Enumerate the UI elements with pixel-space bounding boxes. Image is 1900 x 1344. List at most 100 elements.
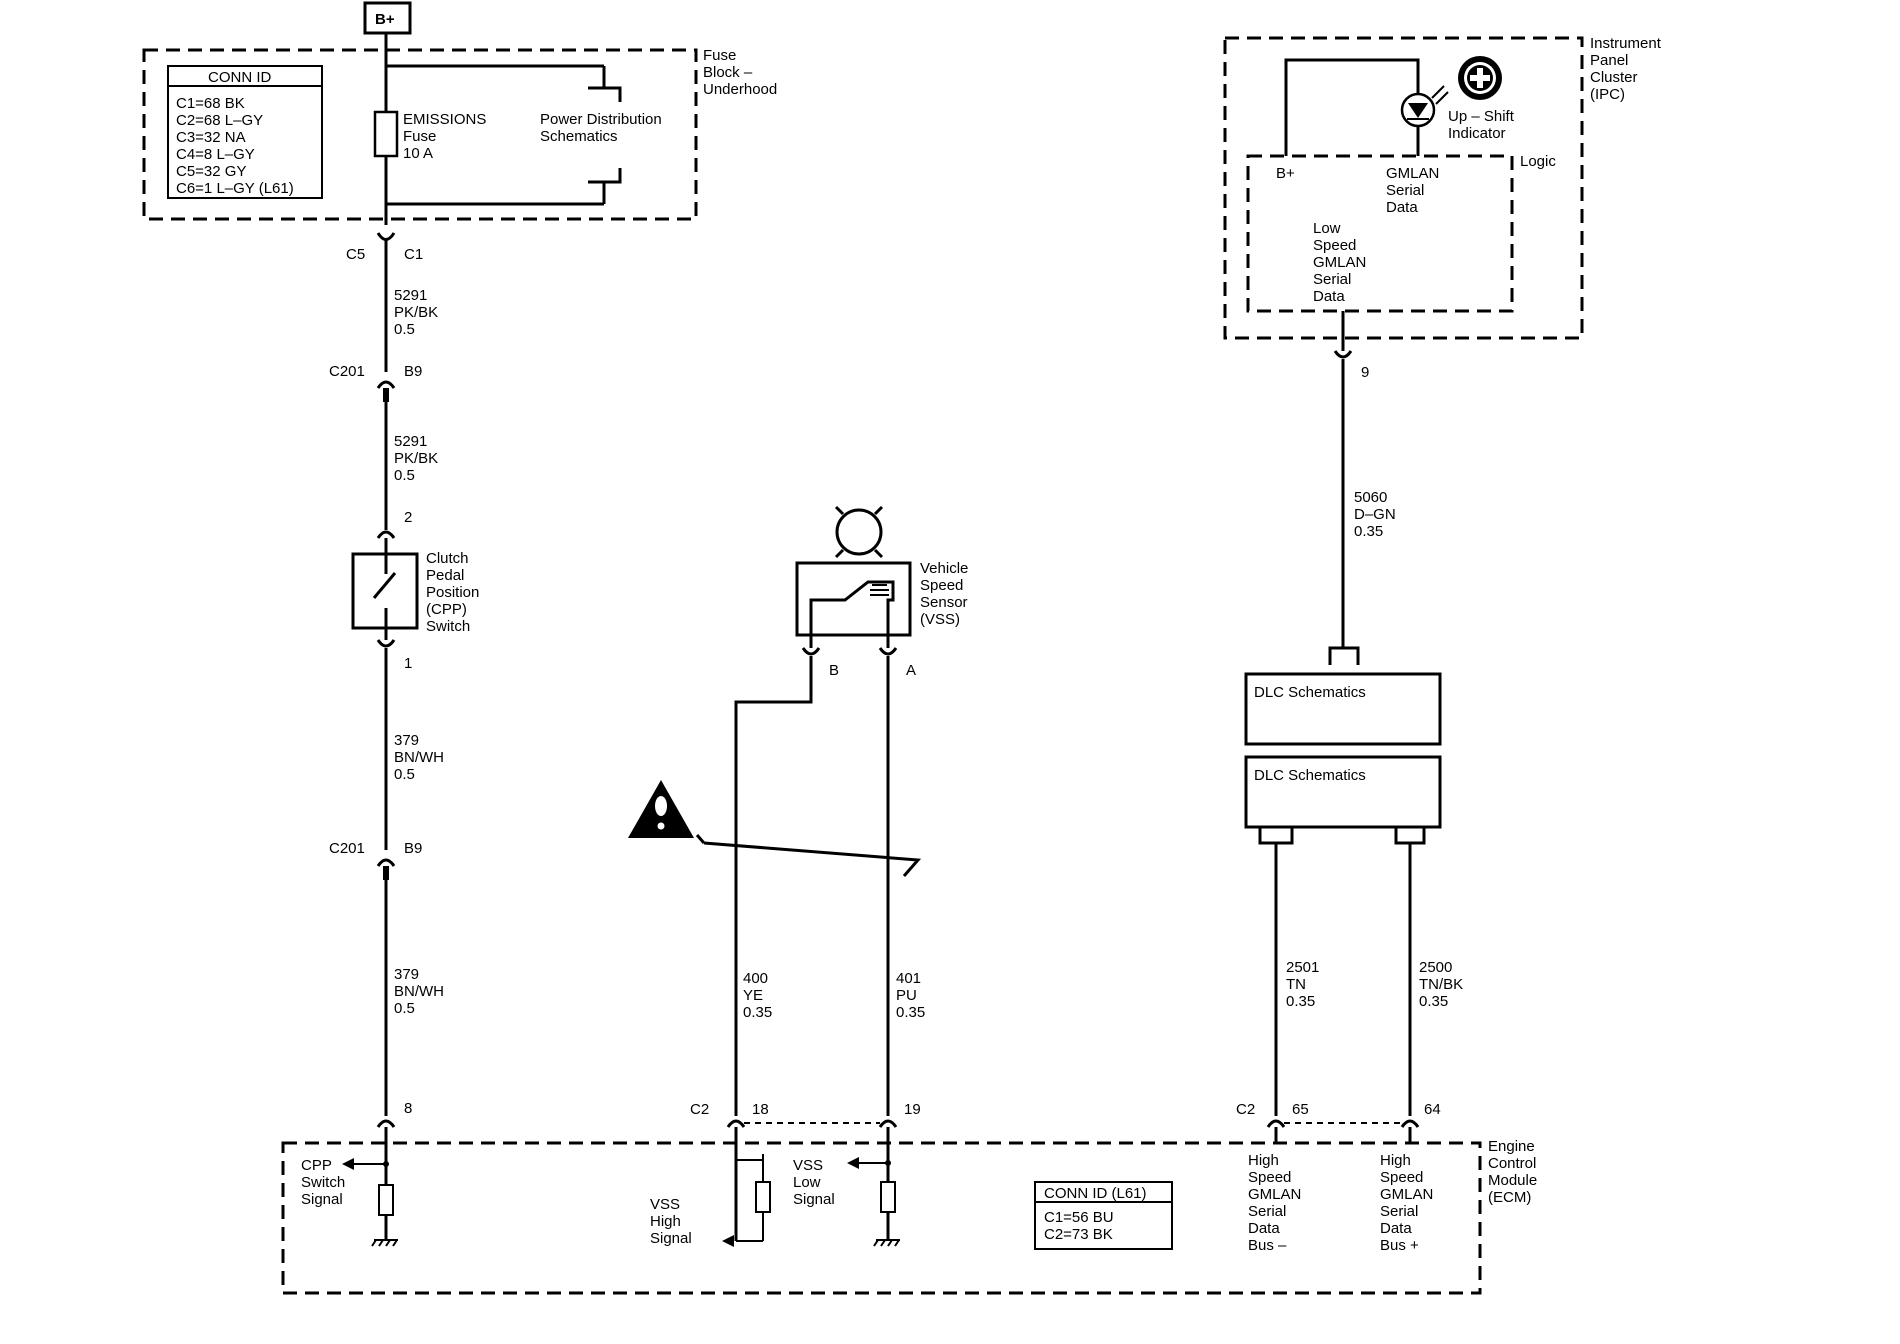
cpp-switch-symbol	[351, 552, 419, 630]
dlc-box-1-label: DLC Schematics	[1254, 684, 1366, 701]
power-distribution-reference: Power Distribution Schematics	[540, 111, 662, 145]
svg-text:Sensor: Sensor	[920, 594, 968, 611]
svg-text:B9: B9	[404, 363, 422, 380]
svg-text:BN/WH: BN/WH	[394, 749, 444, 766]
svg-text:Low: Low	[793, 1174, 821, 1191]
svg-text:Data: Data	[1380, 1220, 1412, 1237]
svg-text:10 A: 10 A	[403, 145, 433, 162]
svg-text:Signal: Signal	[301, 1191, 343, 1208]
wire-379-label-2: 379 BN/WH 0.5	[394, 966, 444, 1017]
ecm-pin-19: 19	[904, 1101, 921, 1118]
svg-text:PU: PU	[896, 987, 917, 1004]
svg-text:Speed: Speed	[920, 577, 963, 594]
ipc-gmlan-label: GMLAN Serial Data	[1386, 165, 1439, 216]
svg-text:EMISSIONS: EMISSIONS	[403, 111, 486, 128]
svg-text:C3=32 NA: C3=32 NA	[176, 129, 246, 146]
svg-text:Signal: Signal	[793, 1191, 835, 1208]
svg-text:TN: TN	[1286, 976, 1306, 993]
emissions-fuse-label: EMISSIONS Fuse 10 A	[403, 111, 486, 162]
svg-text:Engine: Engine	[1488, 1138, 1535, 1155]
svg-text:Serial: Serial	[1386, 182, 1424, 199]
wire-5291-label-1: 5291 PK/BK 0.5	[394, 287, 438, 338]
svg-text:Data: Data	[1248, 1220, 1280, 1237]
svg-text:0.35: 0.35	[1354, 523, 1383, 540]
svg-text:Serial: Serial	[1248, 1203, 1286, 1220]
svg-text:Control: Control	[1488, 1155, 1536, 1172]
ipc-title: Instrument Panel Cluster (IPC)	[1590, 35, 1662, 103]
svg-text:PK/BK: PK/BK	[394, 304, 438, 321]
svg-text:C1=68 BK: C1=68 BK	[176, 95, 245, 112]
connector-c201-b9-upper: C201 B9	[329, 363, 422, 402]
svg-text:Clutch: Clutch	[426, 550, 469, 567]
svg-text:(CPP): (CPP)	[426, 601, 467, 618]
svg-text:CONN ID (L61): CONN ID (L61)	[1044, 1185, 1147, 1202]
upshift-indicator-label: Up – Shift Indicator	[1448, 108, 1515, 142]
svg-text:2500: 2500	[1419, 959, 1452, 976]
svg-text:5060: 5060	[1354, 489, 1387, 506]
svg-text:BN/WH: BN/WH	[394, 983, 444, 1000]
svg-text:Fuse: Fuse	[703, 47, 736, 64]
upshift-gear-icon	[1458, 56, 1502, 100]
svg-text:GMLAN: GMLAN	[1248, 1186, 1301, 1203]
ecm-vss-high-circuit	[722, 1127, 771, 1247]
ipc-pin-9: 9	[1361, 364, 1369, 381]
wire-2501-label: 2501 TN 0.35	[1286, 959, 1319, 1010]
svg-text:C1: C1	[404, 246, 423, 263]
svg-text:(IPC): (IPC)	[1590, 86, 1625, 103]
svg-text:0.35: 0.35	[1286, 993, 1315, 1010]
svg-text:Data: Data	[1313, 288, 1345, 305]
ecm-vss-low-circuit	[847, 1127, 900, 1247]
wire-5291-label-2: 5291 PK/BK 0.5	[394, 433, 438, 484]
svg-text:GMLAN: GMLAN	[1380, 1186, 1433, 1203]
svg-text:C1=56 BU: C1=56 BU	[1044, 1209, 1114, 1226]
svg-text:Panel: Panel	[1590, 52, 1628, 69]
svg-text:Serial: Serial	[1380, 1203, 1418, 1220]
svg-text:0.5: 0.5	[394, 1000, 415, 1017]
svg-text:PK/BK: PK/BK	[394, 450, 438, 467]
fuse-block-underhood: Fuse Block – Underhood CONN ID C1=68 BK …	[142, 33, 777, 225]
svg-text:TN/BK: TN/BK	[1419, 976, 1463, 993]
svg-text:0.5: 0.5	[394, 467, 415, 484]
svg-text:0.35: 0.35	[743, 1004, 772, 1021]
svg-text:2501: 2501	[1286, 959, 1319, 976]
svg-text:0.35: 0.35	[896, 1004, 925, 1021]
svg-text:GMLAN: GMLAN	[1386, 165, 1439, 182]
svg-text:C201: C201	[329, 840, 365, 857]
svg-text:High: High	[650, 1213, 681, 1230]
cpp-switch-signal-label: CPP Switch Signal	[301, 1157, 345, 1208]
svg-text:Speed: Speed	[1248, 1169, 1291, 1186]
svg-text:(ECM): (ECM)	[1488, 1189, 1531, 1206]
svg-text:(VSS): (VSS)	[920, 611, 960, 628]
svg-text:Vehicle: Vehicle	[920, 560, 968, 577]
svg-text:0.5: 0.5	[394, 321, 415, 338]
hs-gmlan-bus-pos-label: High Speed GMLAN Serial Data Bus +	[1380, 1152, 1433, 1254]
svg-text:Up – Shift: Up – Shift	[1448, 108, 1515, 125]
svg-text:Serial: Serial	[1313, 271, 1351, 288]
svg-text:C5: C5	[346, 246, 365, 263]
svg-text:Low: Low	[1313, 220, 1341, 237]
vss-label: Vehicle Speed Sensor (VSS)	[920, 560, 968, 628]
conn-id-header: CONN ID	[208, 69, 272, 86]
svg-text:GMLAN: GMLAN	[1313, 254, 1366, 271]
svg-text:Instrument: Instrument	[1590, 35, 1662, 52]
svg-text:Bus +: Bus +	[1380, 1237, 1419, 1254]
ipc-bplus-label: B+	[1276, 165, 1295, 182]
svg-text:C2=68 L–GY: C2=68 L–GY	[176, 112, 263, 129]
vss-circuit: Vehicle Speed Sensor (VSS) B A 400 YE 0.…	[628, 505, 968, 1128]
dlc-box-2-label: DLC Schematics	[1254, 767, 1366, 784]
ecm-conn-id-table: CONN ID (L61) C1=56 BU C2=73 BK	[1034, 1181, 1173, 1250]
ecm-pin-65: 65	[1292, 1101, 1309, 1118]
cpp-circuit: 5291 PK/BK 0.5 C201 B9 5291 PK/BK 0.5 2 …	[329, 238, 479, 1185]
svg-text:Pedal: Pedal	[426, 567, 464, 584]
ecm-pin-8: 8	[404, 1100, 412, 1117]
svg-text:High: High	[1248, 1152, 1279, 1169]
ecm-conn-c2-vss: C2	[690, 1101, 709, 1118]
hs-gmlan-bus-neg-label: High Speed GMLAN Serial Data Bus –	[1248, 1152, 1301, 1254]
svg-text:Schematics: Schematics	[540, 128, 618, 145]
dlc-box-2	[1244, 755, 1442, 829]
svg-text:5291: 5291	[394, 287, 427, 304]
svg-text:Cluster: Cluster	[1590, 69, 1638, 86]
svg-text:379: 379	[394, 966, 419, 983]
svg-text:0.35: 0.35	[1419, 993, 1448, 1010]
